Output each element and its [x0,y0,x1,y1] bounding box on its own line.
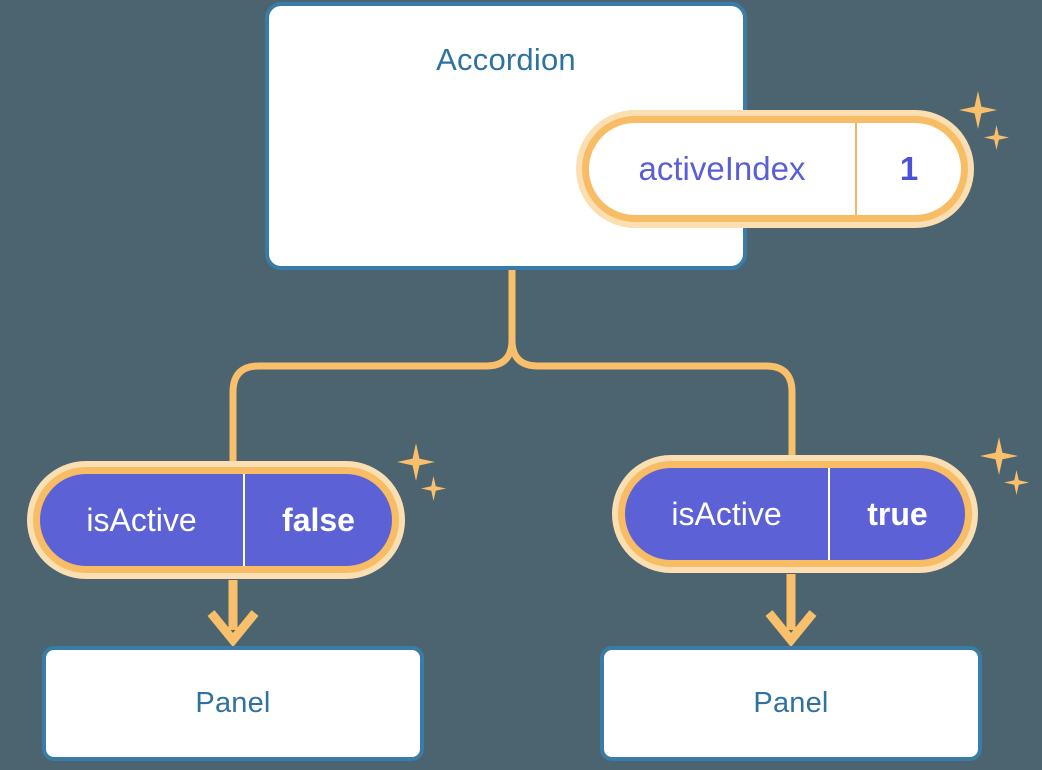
panel-title-left: Panel [195,687,271,719]
accordion-title: Accordion [436,42,576,77]
state-pill-inner: activeIndex 1 [589,123,961,215]
state-value-isactive-left: false [282,501,355,538]
state-key-isactive-right: isActive [625,468,830,560]
state-pill-inner: isActive false [40,474,392,566]
state-pill-isactive-false[interactable]: isActive false [27,461,405,579]
sparkle-large-icon [397,443,435,481]
state-key-activeindex: activeIndex [589,123,857,215]
accordion-component-card[interactable]: Accordion activeIndex 1 [265,2,1009,270]
state-pill-activeindex[interactable]: activeIndex 1 [576,110,974,228]
sparkle-large-icon [980,437,1018,475]
arrow-down-icon-right [765,574,817,648]
panel-card-right[interactable]: Panel [600,646,982,761]
sparkle-small-icon [984,125,1009,150]
sparkle-large-icon [959,91,997,129]
state-pill-isactive-true[interactable]: isActive true [612,455,978,573]
state-key-isactive-left: isActive [40,474,245,566]
state-value-isactive-right: true [867,495,928,532]
state-value-activeindex: 1 [899,150,919,187]
panel-title-right: Panel [753,687,829,719]
panel-card-left[interactable]: Panel [42,646,424,761]
sparkle-small-icon [421,476,446,501]
sparkle-small-icon [1004,470,1029,495]
state-pill-inner: isActive true [625,468,965,560]
arrow-down-icon-left [207,580,259,648]
